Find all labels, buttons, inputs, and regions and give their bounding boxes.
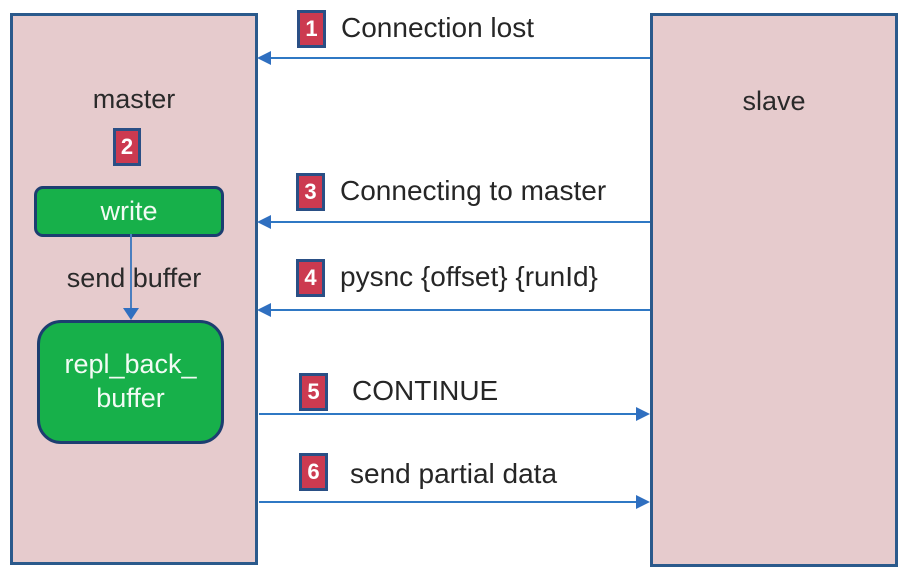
message-5-label: CONTINUE <box>352 375 499 406</box>
down-arrow-icon <box>123 308 139 320</box>
message-4-label: pysnc {offset} {runId} <box>340 261 598 292</box>
slave-label: slave <box>742 86 806 116</box>
message-1-label: Connection lost <box>341 12 535 43</box>
left-arrow-icon <box>257 303 271 317</box>
left-arrow-icon <box>257 51 271 65</box>
step-5-badge: 5 <box>299 373 328 411</box>
message-6-arrow <box>259 501 638 503</box>
message-6-label: send partial data <box>350 458 558 489</box>
step-6-badge: 6 <box>299 453 328 491</box>
write-to-buffer-connector <box>130 234 132 310</box>
right-arrow-icon <box>636 407 650 421</box>
repl-back-buffer-box: repl_back_ buffer <box>37 320 224 444</box>
step-4-badge: 4 <box>296 259 325 297</box>
master-node: master 2 write send buffer repl_back_ bu… <box>10 13 258 565</box>
message-1-arrow <box>270 57 650 59</box>
slave-node: slave <box>650 13 898 567</box>
write-box: write <box>34 186 224 237</box>
send-buffer-label: send buffer <box>66 263 202 293</box>
left-arrow-icon <box>257 215 271 229</box>
message-4-arrow <box>270 309 650 311</box>
right-arrow-icon <box>636 495 650 509</box>
step-2-badge: 2 <box>113 128 141 166</box>
step-1-badge: 1 <box>297 10 326 48</box>
master-label: master <box>92 84 176 114</box>
message-3-label: Connecting to master <box>340 175 607 206</box>
message-5-arrow <box>259 413 638 415</box>
step-3-badge: 3 <box>296 173 325 211</box>
message-3-arrow <box>270 221 650 223</box>
